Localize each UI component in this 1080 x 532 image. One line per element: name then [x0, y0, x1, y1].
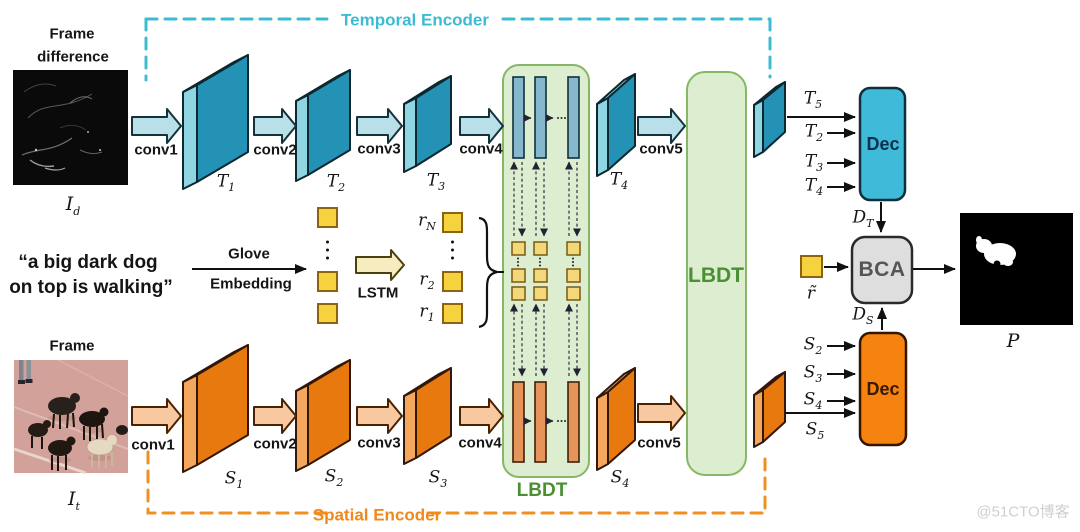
s4-label: S4: [610, 467, 630, 490]
s3-block: [403, 367, 452, 465]
lbdt-spatial-bars: [512, 381, 580, 463]
s3-label: S3: [428, 467, 448, 490]
embedding-label: Embedding: [210, 275, 292, 293]
lbdt-temporal-bars: [512, 76, 580, 159]
lbdt-outer-label: LBDT: [688, 263, 744, 287]
t5-label: T5: [803, 88, 823, 111]
frame-title: Frame: [49, 337, 95, 355]
brace: [478, 216, 504, 329]
t3-dec-label: T3: [804, 151, 824, 174]
lstm-label: LSTM: [357, 284, 399, 302]
query-text-line1: “a big dark dog: [18, 252, 158, 274]
dt-label: DT: [852, 207, 874, 230]
conv5-label-temporal: conv5: [639, 140, 683, 158]
t4-label: T4: [609, 169, 629, 192]
temporal-encoder-label: Temporal Encoder: [341, 10, 489, 30]
conv1-arrow-spatial: [131, 398, 182, 434]
conv4-label-temporal: conv4: [459, 140, 503, 158]
ds-label: DS: [852, 304, 874, 327]
conv5-arrow-spatial: [637, 395, 686, 431]
conv3-arrow-temporal: [356, 108, 403, 144]
frame-difference-title-line1: Frame: [49, 25, 95, 43]
s4-block: [596, 367, 636, 471]
s2-label: S2: [324, 466, 344, 489]
conv2-arrow-temporal: [253, 108, 297, 144]
input-difference-label: Id: [65, 193, 81, 219]
embedding-squares: [317, 207, 338, 324]
conv3-label-spatial: conv3: [357, 434, 401, 452]
r2-label: r2: [419, 269, 435, 292]
s3-dec-label: S3: [803, 362, 823, 385]
t4-dec-label: T4: [804, 175, 824, 198]
glove-label: Glove: [228, 245, 270, 263]
r-tilde-square: [800, 255, 823, 278]
conv2-label-spatial: conv2: [253, 435, 297, 453]
conv3-arrow-spatial: [356, 398, 403, 434]
spatial-encoder-boundary: [146, 450, 767, 515]
frame-difference-title-line2: difference: [37, 48, 109, 66]
lbdt-outer-box: [686, 71, 747, 476]
temporal-decoder-label: Dec: [866, 133, 900, 154]
t2-block: [295, 69, 351, 182]
conv5-arrow-temporal: [637, 108, 686, 144]
t1-label: T1: [216, 171, 236, 194]
bca-label: BCA: [858, 257, 906, 281]
conv1-label-temporal: conv1: [134, 141, 178, 159]
rn-label: rN: [418, 210, 436, 233]
lbdt-exchange-arrows: [510, 161, 581, 377]
conv2-arrow-spatial: [253, 398, 297, 434]
query-text-line2: on top is walking”: [9, 277, 173, 299]
conv1-label-spatial: conv1: [131, 436, 175, 454]
spatial-encoder-label: Spatial Encoder: [312, 505, 442, 525]
spatial-decoder-label: Dec: [866, 378, 900, 399]
bca-arrows: [824, 202, 956, 330]
s1-label: S1: [224, 468, 244, 491]
t4-block: [596, 73, 636, 177]
lbdt-inner-label: LBDT: [516, 480, 568, 502]
conv5-label-spatial: conv5: [637, 434, 681, 452]
t3-label: T3: [426, 170, 446, 193]
lbdt-word-squares: [511, 241, 581, 301]
lstm-output-squares: [442, 212, 463, 324]
s4-dec-label: S4: [803, 389, 823, 412]
frame-image: [13, 359, 129, 475]
s5-label: S5: [805, 419, 825, 442]
s5-block: [753, 371, 786, 448]
conv3-label-temporal: conv3: [357, 140, 401, 158]
conv4-label-spatial: conv4: [458, 434, 502, 452]
r-tilde-label: r̃: [806, 283, 816, 304]
conv4-arrow-temporal: [459, 108, 504, 144]
s2-block: [295, 359, 351, 472]
lstm-arrow: [355, 249, 405, 281]
spatial-decoder-box: [858, 331, 908, 447]
decoder-input-arrows: [785, 112, 856, 418]
conv4-arrow-spatial: [459, 398, 504, 434]
t3-block: [403, 75, 452, 173]
t5-block: [753, 81, 786, 158]
s2-dec-label: S2: [803, 334, 823, 357]
temporal-decoder-box: [858, 86, 907, 202]
input-frame-label: It: [68, 488, 80, 514]
watermark: @51CTO博客: [976, 503, 1070, 521]
t1-block: [182, 54, 249, 190]
temporal-encoder-boundary: [144, 17, 772, 82]
r1-label: r1: [419, 301, 435, 324]
prediction-image: [960, 213, 1073, 325]
frame-difference-image: [13, 70, 128, 185]
prediction-label: P: [1006, 330, 1020, 353]
s1-block: [182, 344, 249, 473]
bca-box: [850, 235, 914, 305]
conv2-label-temporal: conv2: [253, 141, 297, 159]
conv1-arrow-temporal: [131, 108, 182, 144]
t2-dec-label: T2: [804, 121, 824, 144]
t2-label: T2: [326, 171, 346, 194]
